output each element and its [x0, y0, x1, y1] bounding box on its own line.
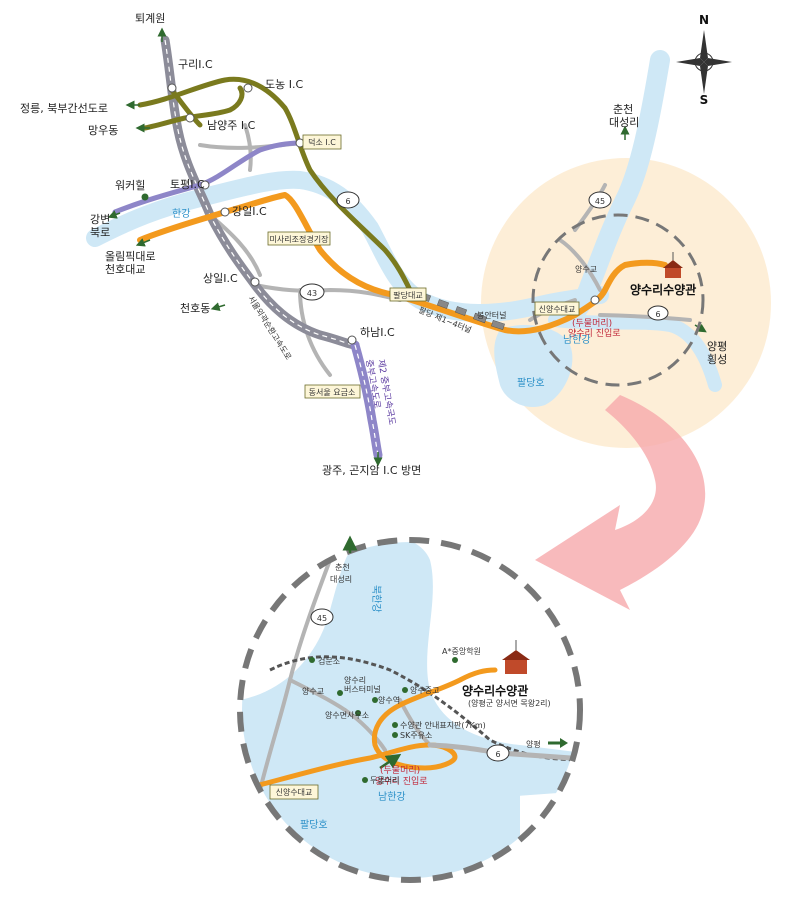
detail-yangsu-middle: 양수중고	[410, 686, 439, 695]
label-bongan-tunnel: 봉안터널	[477, 310, 506, 320]
detail-terminal-1: 양수리	[344, 676, 366, 685]
label-gwangju: 광주, 곤지암 I.C 방면	[322, 464, 421, 477]
zoom-arrow	[535, 395, 706, 610]
label-sinyangsu-bridge: 신양수대교	[539, 305, 576, 314]
label-dongseoul-toll: 동서울 요금소	[309, 388, 356, 397]
detail-sk-gas: SK주유소	[400, 731, 432, 740]
detail-yangsu-station: 양수역	[378, 695, 400, 705]
bukhangang-river	[560, 50, 670, 328]
namhangang-river	[548, 313, 722, 392]
detail-terminal-2: 버스터미널	[344, 684, 381, 694]
label-olympic-1: 올림픽대로	[105, 250, 156, 263]
label-yangpyeong-1: 양평	[707, 340, 727, 353]
detail-entry-1: (두물머리)	[380, 765, 420, 776]
route-shield-6-east: 6	[647, 305, 669, 321]
label-gangbyeon-1: 강변	[90, 213, 110, 226]
detail-namhangang: 남한강	[378, 791, 406, 803]
detail-chuncheon-2: 대성리	[330, 575, 352, 584]
detail-shield-45: 45	[310, 608, 334, 626]
svg-text:43: 43	[307, 289, 317, 298]
detail-chuncheon-1: 춘천	[335, 562, 350, 572]
label-namyangju-ic: 남양주 I.C	[207, 119, 256, 132]
detail-museum-icon	[502, 640, 530, 674]
route-shield-6: 6	[336, 191, 360, 209]
detail-museum: 양수리수양관	[462, 683, 528, 698]
svg-text:6: 6	[345, 197, 350, 206]
route-shield-43: 43	[299, 283, 325, 301]
label-gangbyeon-2: 북로	[90, 226, 110, 239]
detail-bukhangang-label: 북한강	[370, 585, 382, 613]
svg-text:45: 45	[317, 614, 327, 623]
label-mangu: 망우동	[88, 124, 118, 137]
label-hanam-ic: 하남I.C	[360, 325, 395, 339]
label-topyeong-ic: 토평I.C	[170, 178, 205, 191]
label-namhangang: 남한강	[563, 334, 591, 346]
main-route	[137, 192, 668, 335]
museum-icon	[663, 252, 683, 278]
detail-gwonmunso: 검문소	[318, 656, 340, 666]
svg-text:45: 45	[595, 197, 605, 206]
detail-yangsugyo: 양수교	[302, 687, 324, 696]
label-deokso-ic: 덕소 I.C	[308, 137, 336, 147]
detail-school: A*중앙학원	[442, 646, 481, 656]
detail-yangpyeong: 양평	[526, 739, 541, 749]
label-donong-ic: 도농 I.C	[265, 78, 303, 91]
label-chuncheon-2: 대성리	[609, 116, 639, 129]
label-chuncheon-1: 춘천	[613, 102, 633, 116]
detail-sign: 수양관 안내표지판(7Km)	[400, 720, 486, 730]
label-misari: 미사리조정경기장	[270, 234, 330, 244]
detail-route	[242, 667, 498, 793]
purple-road	[112, 140, 303, 215]
detail-entry-2: 양수리 진입로	[375, 775, 428, 787]
detail-sinyangsu-bridge: 신양수대교	[276, 788, 313, 797]
label-dumulmeori-1: (두물머리)	[572, 318, 612, 329]
label-paldang-bridge: 팔당대교	[393, 290, 422, 300]
label-sangil-ic: 상일I.C	[203, 271, 238, 285]
route-shield-45: 45	[588, 191, 612, 209]
detail-circle-border	[237, 537, 583, 883]
label-gangil-ic: 강일I.C	[232, 204, 267, 218]
label-paldangho: 팔당호	[517, 377, 545, 389]
label-walkerhill: 워커힐	[115, 179, 145, 192]
svg-text:N: N	[699, 13, 709, 27]
svg-text:S: S	[700, 93, 709, 107]
label-guri-ic: 구리I.C	[178, 58, 213, 71]
label-yangsugyo: 양수교	[575, 265, 597, 274]
label-museum: 양수리수양관	[630, 282, 696, 297]
svg-text:6: 6	[655, 310, 660, 319]
olive-road-mangu	[142, 85, 245, 131]
label-hangang: 한강	[172, 208, 190, 220]
label-cheonho: 천호동	[180, 301, 210, 315]
label-yangpyeong-2: 횡성	[707, 353, 727, 366]
paldang-lake	[494, 325, 573, 408]
detail-museum-addr: (양평군 양서면 목왕2리)	[468, 698, 551, 708]
detail-shield-6: 6	[486, 744, 510, 762]
label-dumulmeori-2: 양수리 진입로	[568, 327, 621, 339]
label-olympic-2: 천호대교	[105, 262, 145, 276]
olive-road-north	[137, 76, 413, 293]
detail-dumulmeori: 두물머리	[370, 776, 399, 785]
zoom-circle	[531, 213, 705, 387]
compass-icon: N S	[676, 13, 732, 107]
label-jeongneung: 정릉, 북부간선도로	[20, 102, 108, 115]
label-toegyewon: 퇴계원	[135, 12, 165, 25]
detail-myeon-office: 양수면사무소	[325, 710, 369, 720]
detail-paldangho: 팔당호	[300, 819, 328, 831]
svg-text:6: 6	[495, 750, 500, 759]
